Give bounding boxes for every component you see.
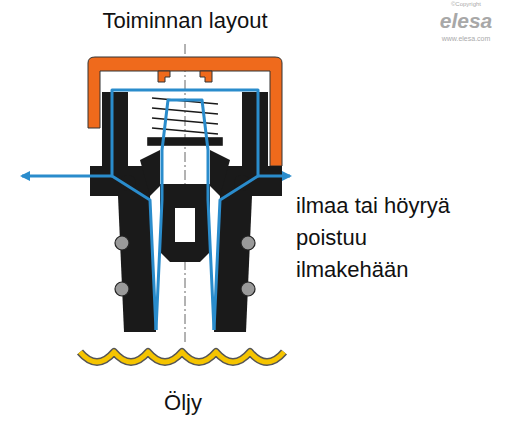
website-label: www.elesa.com xyxy=(442,35,491,43)
black-body xyxy=(242,92,268,168)
oil-surface xyxy=(80,352,284,362)
black-body xyxy=(102,92,128,168)
oil-label: Öljy xyxy=(164,390,202,416)
oil-surface xyxy=(80,352,284,362)
orange-cap xyxy=(200,71,212,82)
o-ring xyxy=(120,175,250,191)
spring xyxy=(148,138,222,145)
spring xyxy=(148,98,222,145)
black-body xyxy=(140,150,160,196)
flow-arrow xyxy=(258,175,290,178)
o-ring-grey xyxy=(115,236,129,250)
air-flow-path xyxy=(112,90,258,330)
black-body xyxy=(90,92,282,332)
air-flow-path xyxy=(112,90,258,330)
diagram-title: Toiminnan layout xyxy=(102,8,267,34)
oil-surface xyxy=(80,352,284,362)
brand-logo: elesa xyxy=(440,8,493,33)
black-body xyxy=(160,184,210,262)
nozzle-slot xyxy=(175,208,195,242)
copyright-note: ©Copyright xyxy=(451,1,481,8)
flow-note: ilmaa tai höyryä poistuu ilmakehään xyxy=(296,190,468,286)
flow-arrow xyxy=(22,175,112,178)
o-ring-grey xyxy=(241,236,255,250)
air-flow-path xyxy=(156,100,214,330)
o-ring-grey xyxy=(241,282,255,296)
o-ring-grey xyxy=(115,282,129,296)
o-ring-grey xyxy=(115,236,255,296)
black-body xyxy=(210,150,230,196)
orange-cap xyxy=(158,71,170,82)
spring xyxy=(152,98,218,134)
